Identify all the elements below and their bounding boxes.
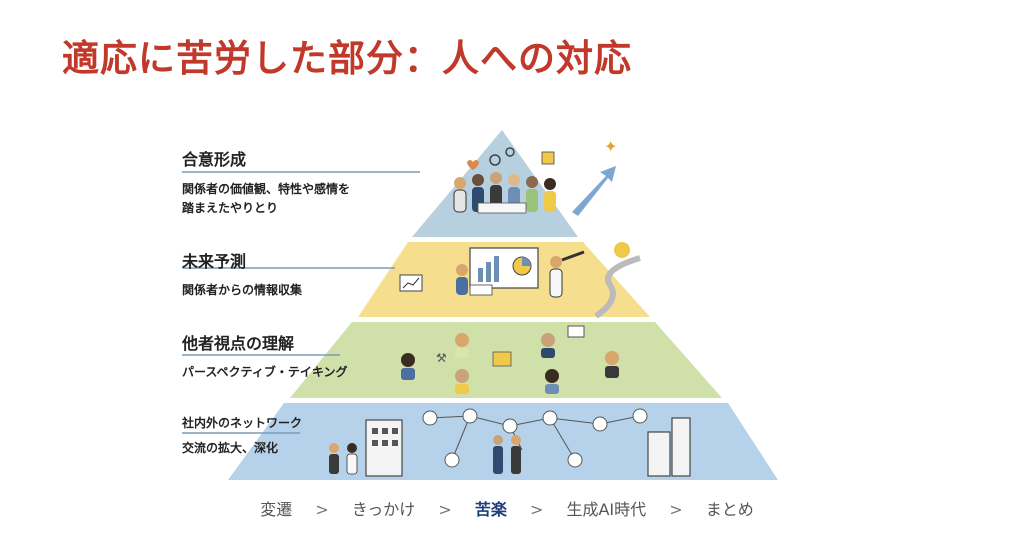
breadcrumb-separator: > [315, 500, 329, 519]
handshake-people-icon [329, 435, 521, 475]
breadcrumb-item-summary[interactable]: まとめ [705, 500, 754, 519]
wrench-icon: ⚒ [436, 351, 447, 365]
sparkle-icon: ✦ [604, 137, 617, 156]
breadcrumb-separator: > [438, 500, 452, 519]
network-graph-icon [422, 408, 648, 468]
layer-title: 他者視点の理解 [182, 334, 295, 353]
layer-title: 社内外のネットワーク [182, 416, 303, 430]
layer-desc: 関係者からの情報収集 [182, 283, 303, 297]
laptop-icon [567, 325, 585, 338]
layer-forecast: 未来予測 関係者からの情報収集 [182, 248, 302, 300]
page-title: 適応に苦労した部分：人への対応 [62, 37, 632, 80]
breadcrumb-item-trigger[interactable]: きっかけ [351, 500, 416, 519]
breadcrumb-separator: > [529, 500, 544, 519]
layer-desc: 関係者の価値観、特性や感情を [182, 182, 351, 196]
layer-desc: パースペクティブ・テイキング [182, 365, 348, 379]
dashboard-icon [469, 247, 539, 289]
layer-desc: 交流の拡大、深化 [182, 441, 279, 455]
puzzle-icon [541, 151, 555, 165]
breadcrumb-item-genai-era[interactable]: 生成AI時代 [566, 500, 647, 519]
layer-consensus: 合意形成 関係者の価値観、特性や感情を 踏まえたやりとり [182, 146, 350, 218]
telescope-person-icon [549, 250, 585, 298]
breadcrumb-separator: > [669, 500, 683, 519]
gear-icon [489, 147, 515, 166]
chart-window-icon [399, 274, 423, 292]
breadcrumb-item-transition[interactable]: 変遷 [260, 500, 293, 519]
breadcrumb: 変遷 > きっかけ > 苦楽 > 生成AI時代 > まとめ [0, 496, 1014, 520]
layer-title: 未来予測 [182, 252, 247, 271]
road-icon [594, 255, 641, 319]
analyst-person-icon [456, 264, 493, 296]
people-group-icon [453, 172, 556, 214]
heart-icon [467, 160, 479, 170]
layer-perspective: 他者視点の理解 パースペクティブ・テイキング [182, 330, 347, 382]
growth-arrow-icon [572, 166, 616, 216]
layer-desc: 踏まえたやりとり [182, 201, 279, 215]
layer-title: 合意形成 [182, 150, 247, 169]
building-icon [365, 417, 691, 477]
breadcrumb-item-hardship[interactable]: 苦楽 [474, 500, 507, 519]
layer-network: 社内外のネットワーク 交流の拡大、深化 [182, 414, 302, 458]
perspective-circle-icon [401, 333, 619, 394]
sun-icon [614, 242, 630, 258]
